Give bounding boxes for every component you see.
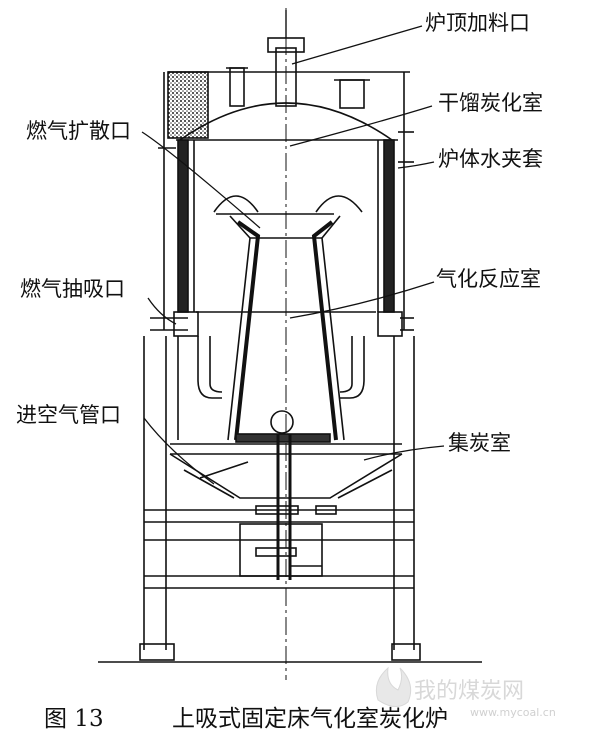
water-jacket-right [383, 139, 395, 313]
caption-figure-number: 图 13 [44, 706, 104, 732]
gas-pipe-left [197, 336, 222, 399]
watermark-text: 我的煤炭网 [414, 679, 524, 704]
diffuser-hood-right [315, 195, 363, 213]
diffuser-hood-left [213, 195, 259, 213]
label-gas-suction-port: 燃气抽吸口 [20, 277, 125, 301]
top-hatched-block [167, 71, 209, 139]
furnace-drawing [98, 8, 482, 680]
foot-left [139, 643, 175, 661]
grate [235, 433, 331, 443]
label-air-inlet-pipe-port: 进空气管口 [16, 403, 121, 427]
flame-logo-icon [375, 666, 412, 707]
label-furnace-water-jacket: 炉体水夹套 [438, 147, 543, 171]
label-charcoal-collection-chamber: 集炭室 [448, 431, 511, 455]
foot-right [391, 643, 421, 661]
suction-port-flange [173, 311, 199, 337]
labels: 炉顶加料口 干馏炭化室 炉体水夹套 燃气扩散口 燃气抽吸口 气化反应室 进空气管… [16, 11, 543, 455]
figure-caption: 图 13 上吸式固定床气化室炭化炉 [44, 706, 448, 732]
caption-title: 上吸式固定床气化室炭化炉 [172, 706, 448, 732]
furnace-dome [179, 102, 393, 141]
leader-lines [141, 25, 445, 485]
label-gas-diffusion-port: 燃气扩散口 [26, 119, 131, 143]
left-top-pipe [229, 67, 245, 107]
watermark-url: www.mycoal.cn [470, 706, 556, 719]
right-top-pipe [339, 79, 365, 109]
gas-pipe-right [340, 336, 365, 399]
watermark: 我的煤炭网 www.mycoal.cn [375, 666, 556, 719]
feed-pipe [275, 47, 297, 107]
grate-ball [270, 410, 294, 434]
label-top-feed-port: 炉顶加料口 [425, 11, 530, 35]
label-drying-carbonization-chamber: 干馏炭化室 [438, 91, 543, 115]
label-gasification-reaction-chamber: 气化反应室 [436, 267, 541, 291]
